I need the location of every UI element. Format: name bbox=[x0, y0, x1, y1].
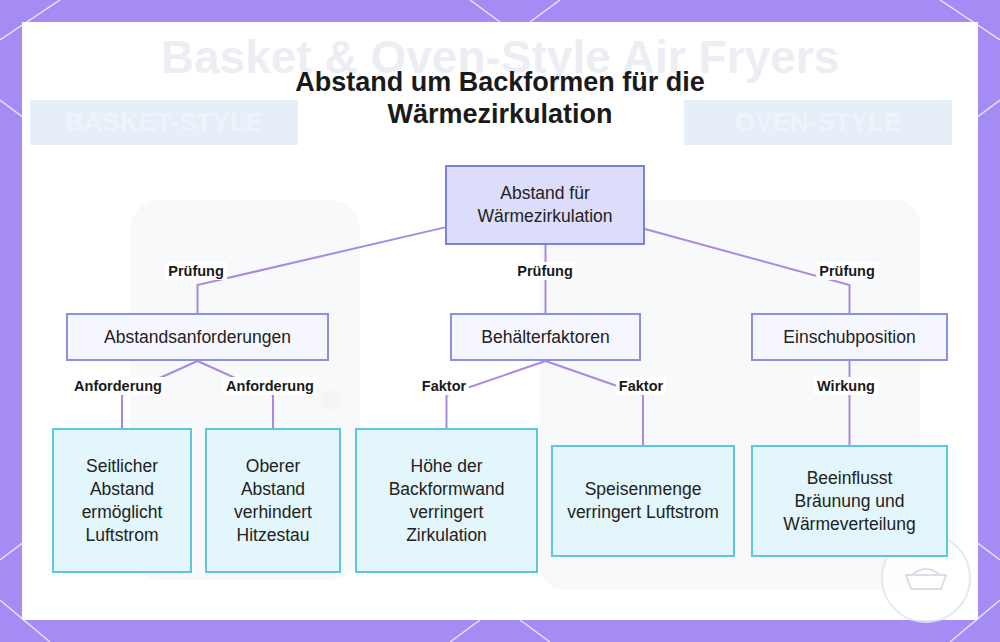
detail-box: Oberer Abstand verhindert Hitzestau bbox=[205, 428, 341, 573]
node-text: Abstand für Wärmezirkulation bbox=[455, 182, 635, 228]
category-box: Abstandsanforderungen bbox=[66, 313, 329, 361]
connector-label: Prüfung bbox=[514, 262, 576, 280]
connector-label: Faktor bbox=[616, 377, 666, 395]
node-text: Seitlicher Abstand ermöglicht Luftstrom bbox=[68, 455, 176, 547]
connector-label: Anforderung bbox=[71, 377, 165, 395]
category-box: Einschubposition bbox=[751, 313, 948, 361]
connector-line bbox=[198, 227, 446, 313]
detail-box: Speisenmenge verringert Luftstrom bbox=[551, 445, 735, 557]
node-text: Abstandsanforderungen bbox=[104, 326, 291, 349]
node-text: Speisenmenge verringert Luftstrom bbox=[567, 478, 719, 524]
node-text: Einschubposition bbox=[783, 326, 915, 349]
diagram-title: Abstand um Backformen für die Wärmezirku… bbox=[200, 66, 800, 130]
connector-line bbox=[546, 361, 644, 445]
connector-label: Wirkung bbox=[814, 377, 878, 395]
detail-box: Beeinflusst Bräunung und Wärmeverteilung bbox=[751, 445, 948, 557]
watermark-tag: BASKET-STYLE bbox=[30, 100, 298, 145]
watermark-tag: OVEN-STYLE bbox=[684, 100, 952, 145]
card bbox=[22, 22, 978, 620]
node-text: Höhe der Backformwand verringert Zirkula… bbox=[371, 455, 522, 547]
connector-label: Anforderung bbox=[223, 377, 317, 395]
connector-label: Prüfung bbox=[165, 262, 227, 280]
connector-line bbox=[849, 361, 851, 445]
detail-box: Höhe der Backformwand verringert Zirkula… bbox=[355, 428, 538, 573]
category-box: Behälterfaktoren bbox=[450, 313, 641, 361]
connector-label: Prüfung bbox=[816, 262, 878, 280]
root-box: Abstand für Wärmezirkulation bbox=[445, 165, 645, 245]
detail-box: Seitlicher Abstand ermöglicht Luftstrom bbox=[52, 428, 192, 573]
connector-label: Faktor bbox=[419, 377, 469, 395]
node-text: Oberer Abstand verhindert Hitzestau bbox=[221, 455, 325, 547]
node-text: Behälterfaktoren bbox=[481, 326, 609, 349]
node-text: Beeinflusst Bräunung und Wärmeverteilung bbox=[767, 467, 932, 536]
